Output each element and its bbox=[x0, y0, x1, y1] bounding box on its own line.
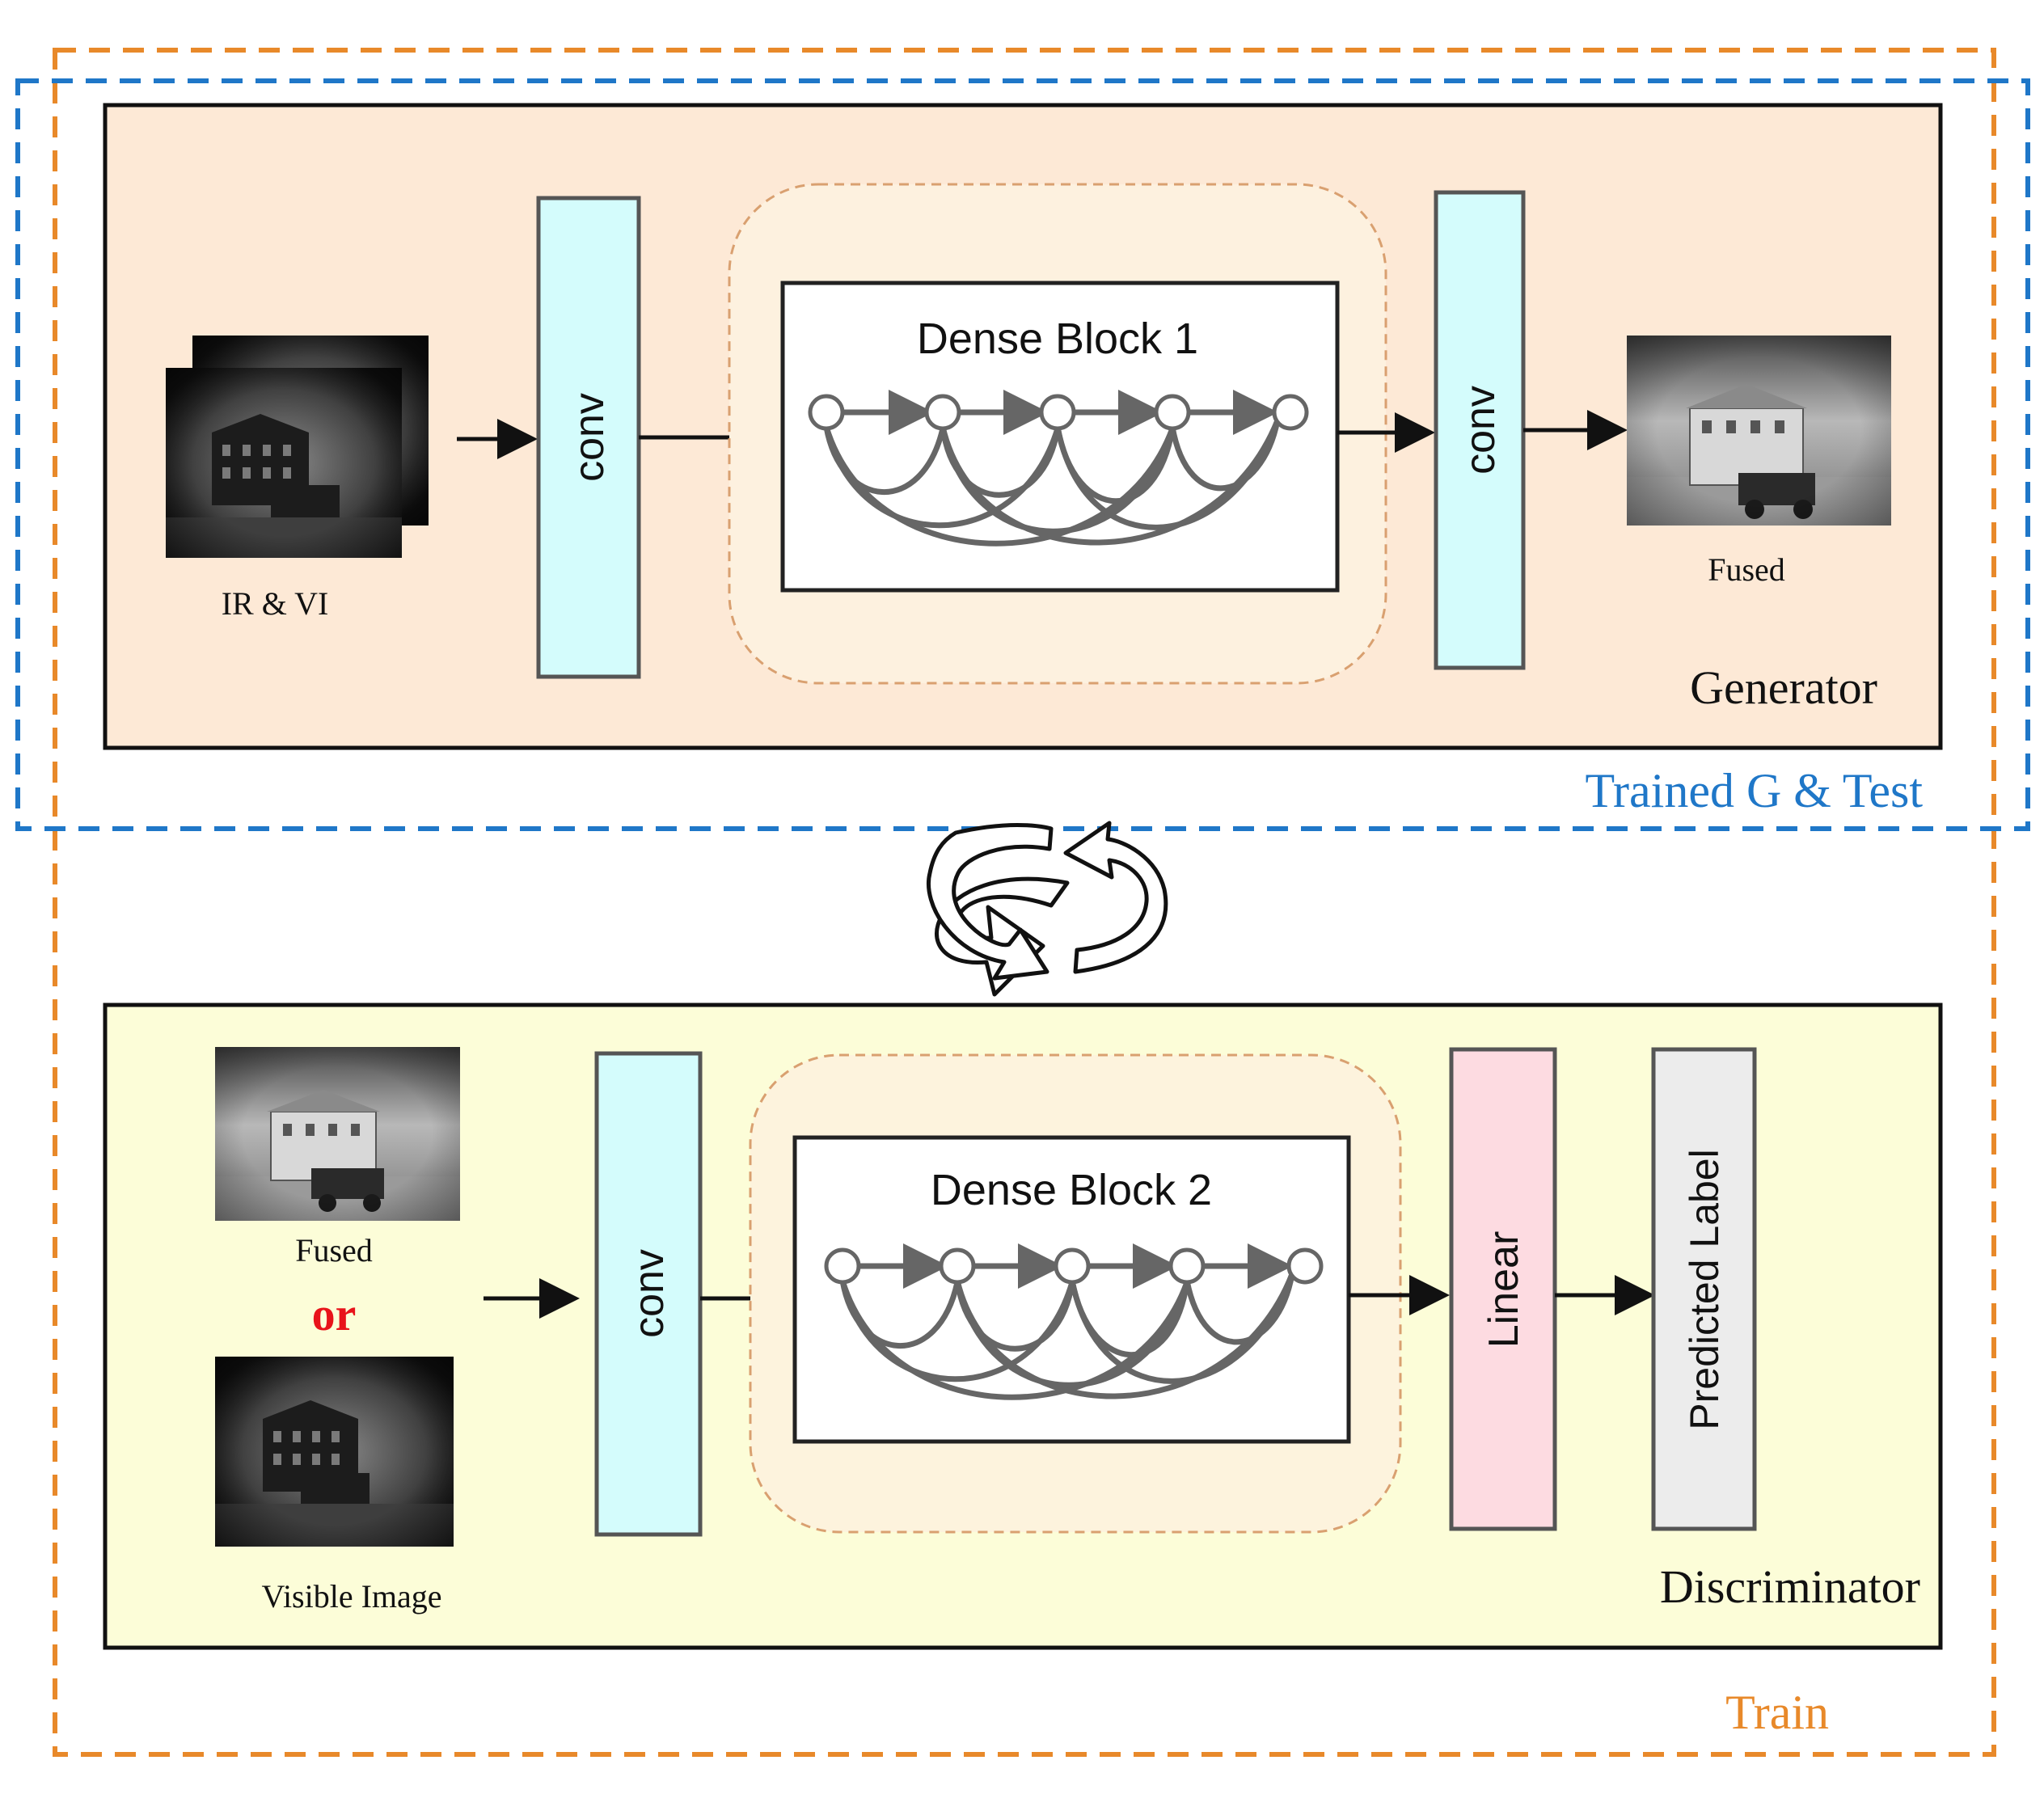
discriminator-fused-image bbox=[215, 1047, 460, 1221]
linear-label: Linear bbox=[1480, 1231, 1527, 1349]
generator-conv2-label: conv bbox=[1457, 386, 1504, 475]
dense-block-1-graph bbox=[823, 390, 1281, 547]
predicted-label-text: Predicted Label bbox=[1682, 1149, 1727, 1429]
dense-block-1-label: Dense Block 1 bbox=[917, 314, 1198, 363]
generator-conv1-label: conv bbox=[566, 393, 613, 482]
dense-block-1-nodes bbox=[808, 394, 1309, 431]
linear-block bbox=[1449, 1047, 1557, 1531]
visible-image-label: Visible Image bbox=[261, 1578, 441, 1615]
discriminator-conv-label: conv bbox=[626, 1249, 673, 1338]
dense-block-2-nodes bbox=[824, 1247, 1324, 1285]
ir-vi-input-images bbox=[166, 336, 429, 558]
predicted-label-block bbox=[1651, 1047, 1757, 1531]
discriminator-conv-block bbox=[594, 1051, 703, 1537]
ir-vi-label: IR & VI bbox=[222, 585, 329, 622]
or-label: or bbox=[312, 1288, 357, 1340]
generator-title: Generator bbox=[1690, 661, 1877, 714]
discriminator-fused-label: Fused bbox=[295, 1232, 373, 1268]
dense-block-2-label: Dense Block 2 bbox=[931, 1166, 1212, 1214]
trained-g-test-label: Trained G & Test bbox=[1586, 764, 1924, 817]
train-label: Train bbox=[1725, 1686, 1829, 1739]
fused-output-image bbox=[1627, 336, 1891, 526]
fused-output-label: Fused bbox=[1708, 551, 1785, 588]
generator-conv2-block bbox=[1434, 190, 1526, 670]
discriminator-title: Discriminator bbox=[1660, 1560, 1920, 1613]
visible-image bbox=[215, 1357, 454, 1547]
trained-g-test-region bbox=[15, 78, 2030, 831]
train-region bbox=[53, 48, 1996, 1757]
training-cycle-icon bbox=[927, 821, 1168, 997]
dense-block-2-graph bbox=[839, 1243, 1295, 1400]
